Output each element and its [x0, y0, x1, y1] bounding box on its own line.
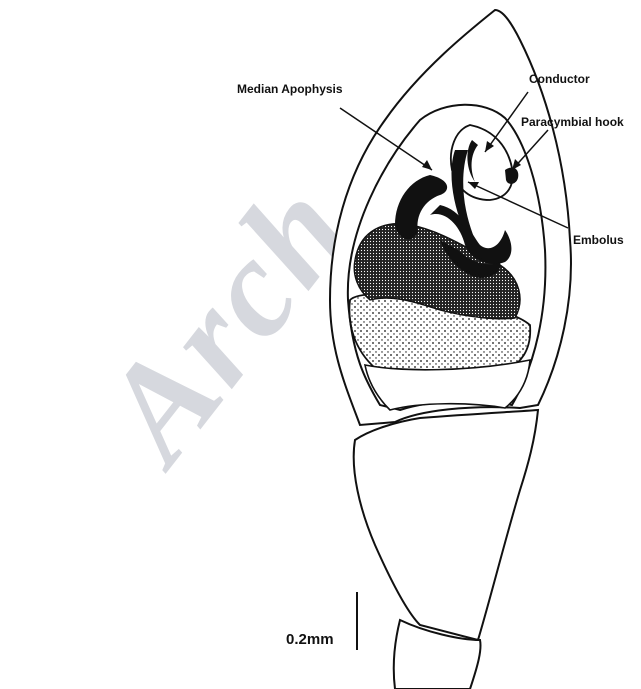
label-median-apophysis: Median Apophysis	[237, 82, 343, 96]
scale-bar-label: 0.2mm	[286, 631, 334, 648]
label-conductor: Conductor	[529, 72, 590, 86]
tibia-outline	[354, 410, 538, 640]
label-paracymbial-hook: Paracymbial hook	[521, 115, 624, 129]
label-embolus: Embolus	[573, 233, 624, 247]
